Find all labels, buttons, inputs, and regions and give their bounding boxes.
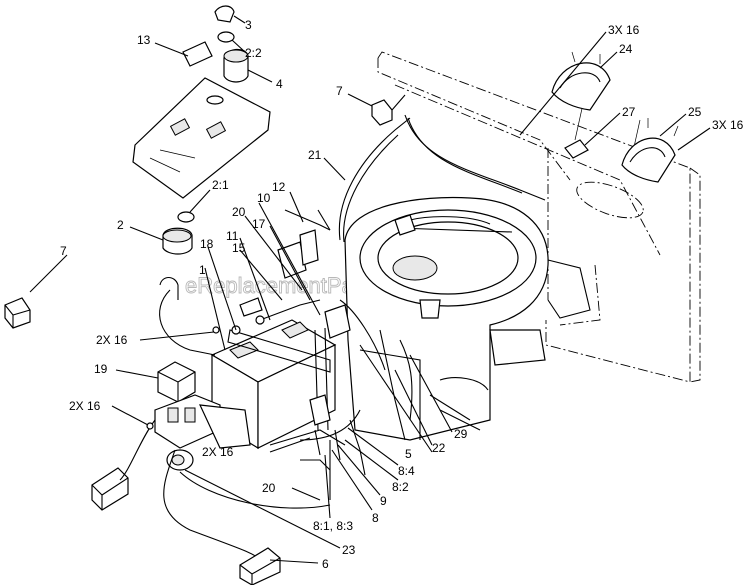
callout-29: 29 — [454, 427, 468, 441]
part-2-1-washer — [177, 211, 195, 223]
part-7-left-switch — [4, 297, 31, 329]
callout-3: 3 — [245, 18, 252, 32]
part-3-cap — [214, 5, 235, 23]
callout-7-top: 7 — [336, 84, 343, 98]
callout-8-1-8-3: 8:1, 8:3 — [313, 519, 353, 533]
callout-18: 18 — [200, 237, 214, 251]
part-6-connector-lower — [239, 547, 281, 585]
engine — [344, 196, 591, 441]
callout-17: 17 — [252, 217, 266, 231]
relay-block — [154, 394, 251, 449]
callout-2-2: 2:2 — [245, 46, 262, 60]
callout-1: 1 — [199, 263, 206, 277]
control-panel-plate — [132, 77, 271, 199]
part-25-bracket — [621, 118, 679, 183]
callout-8: 8 — [372, 511, 379, 525]
chassis-frame — [377, 51, 701, 383]
callout-22: 22 — [432, 441, 446, 455]
part-2-nut — [162, 227, 193, 255]
callout-20-top: 20 — [232, 205, 246, 219]
callout-3x16-right: 3X 16 — [712, 118, 744, 132]
part-27-grommet — [564, 139, 589, 159]
part-24-bracket — [551, 51, 611, 111]
part-2-2-washer — [217, 31, 235, 43]
callout-10: 10 — [257, 191, 271, 205]
callout-15: 15 — [232, 241, 246, 255]
callout-19: 19 — [94, 362, 108, 376]
callout-2: 2 — [117, 218, 124, 232]
callout-13: 13 — [137, 33, 151, 47]
callout-2-1: 2:1 — [212, 178, 229, 192]
part-13-key — [182, 41, 213, 67]
callout-2x16-c: 2X 16 — [202, 445, 234, 459]
callout-25: 25 — [688, 105, 702, 119]
callout-11: 11 — [226, 229, 239, 243]
callout-2x16-b: 2X 16 — [69, 399, 101, 413]
callout-23: 23 — [342, 543, 356, 557]
callout-8-4: 8:4 — [398, 464, 415, 478]
part-19-solenoid — [157, 361, 196, 403]
callout-6: 6 — [322, 557, 329, 571]
callout-8-2: 8:2 — [392, 480, 409, 494]
part-4-switch — [223, 48, 249, 83]
battery-strap — [227, 329, 331, 373]
callout-21: 21 — [308, 148, 322, 162]
callout-12: 12 — [272, 180, 286, 194]
callout-9: 9 — [380, 494, 387, 508]
callout-labels: 3 2:2 13 4 3X 16 24 7 27 25 3X 16 21 2:1… — [60, 18, 744, 571]
callout-7-left: 7 — [60, 244, 67, 258]
leader-lines — [29, 15, 711, 564]
callout-24: 24 — [619, 42, 633, 56]
callout-3x16-top: 3X 16 — [608, 23, 640, 37]
part-6-connector-upper — [91, 467, 129, 511]
callout-20-bottom: 20 — [262, 481, 276, 495]
part-7-connector — [371, 94, 406, 126]
callout-5: 5 — [405, 447, 412, 461]
callout-4: 4 — [276, 77, 283, 91]
fuse-holders — [146, 229, 351, 430]
part-23-plug — [166, 449, 194, 471]
callout-27: 27 — [622, 105, 636, 119]
callout-2x16-a: 2X 16 — [96, 333, 128, 347]
